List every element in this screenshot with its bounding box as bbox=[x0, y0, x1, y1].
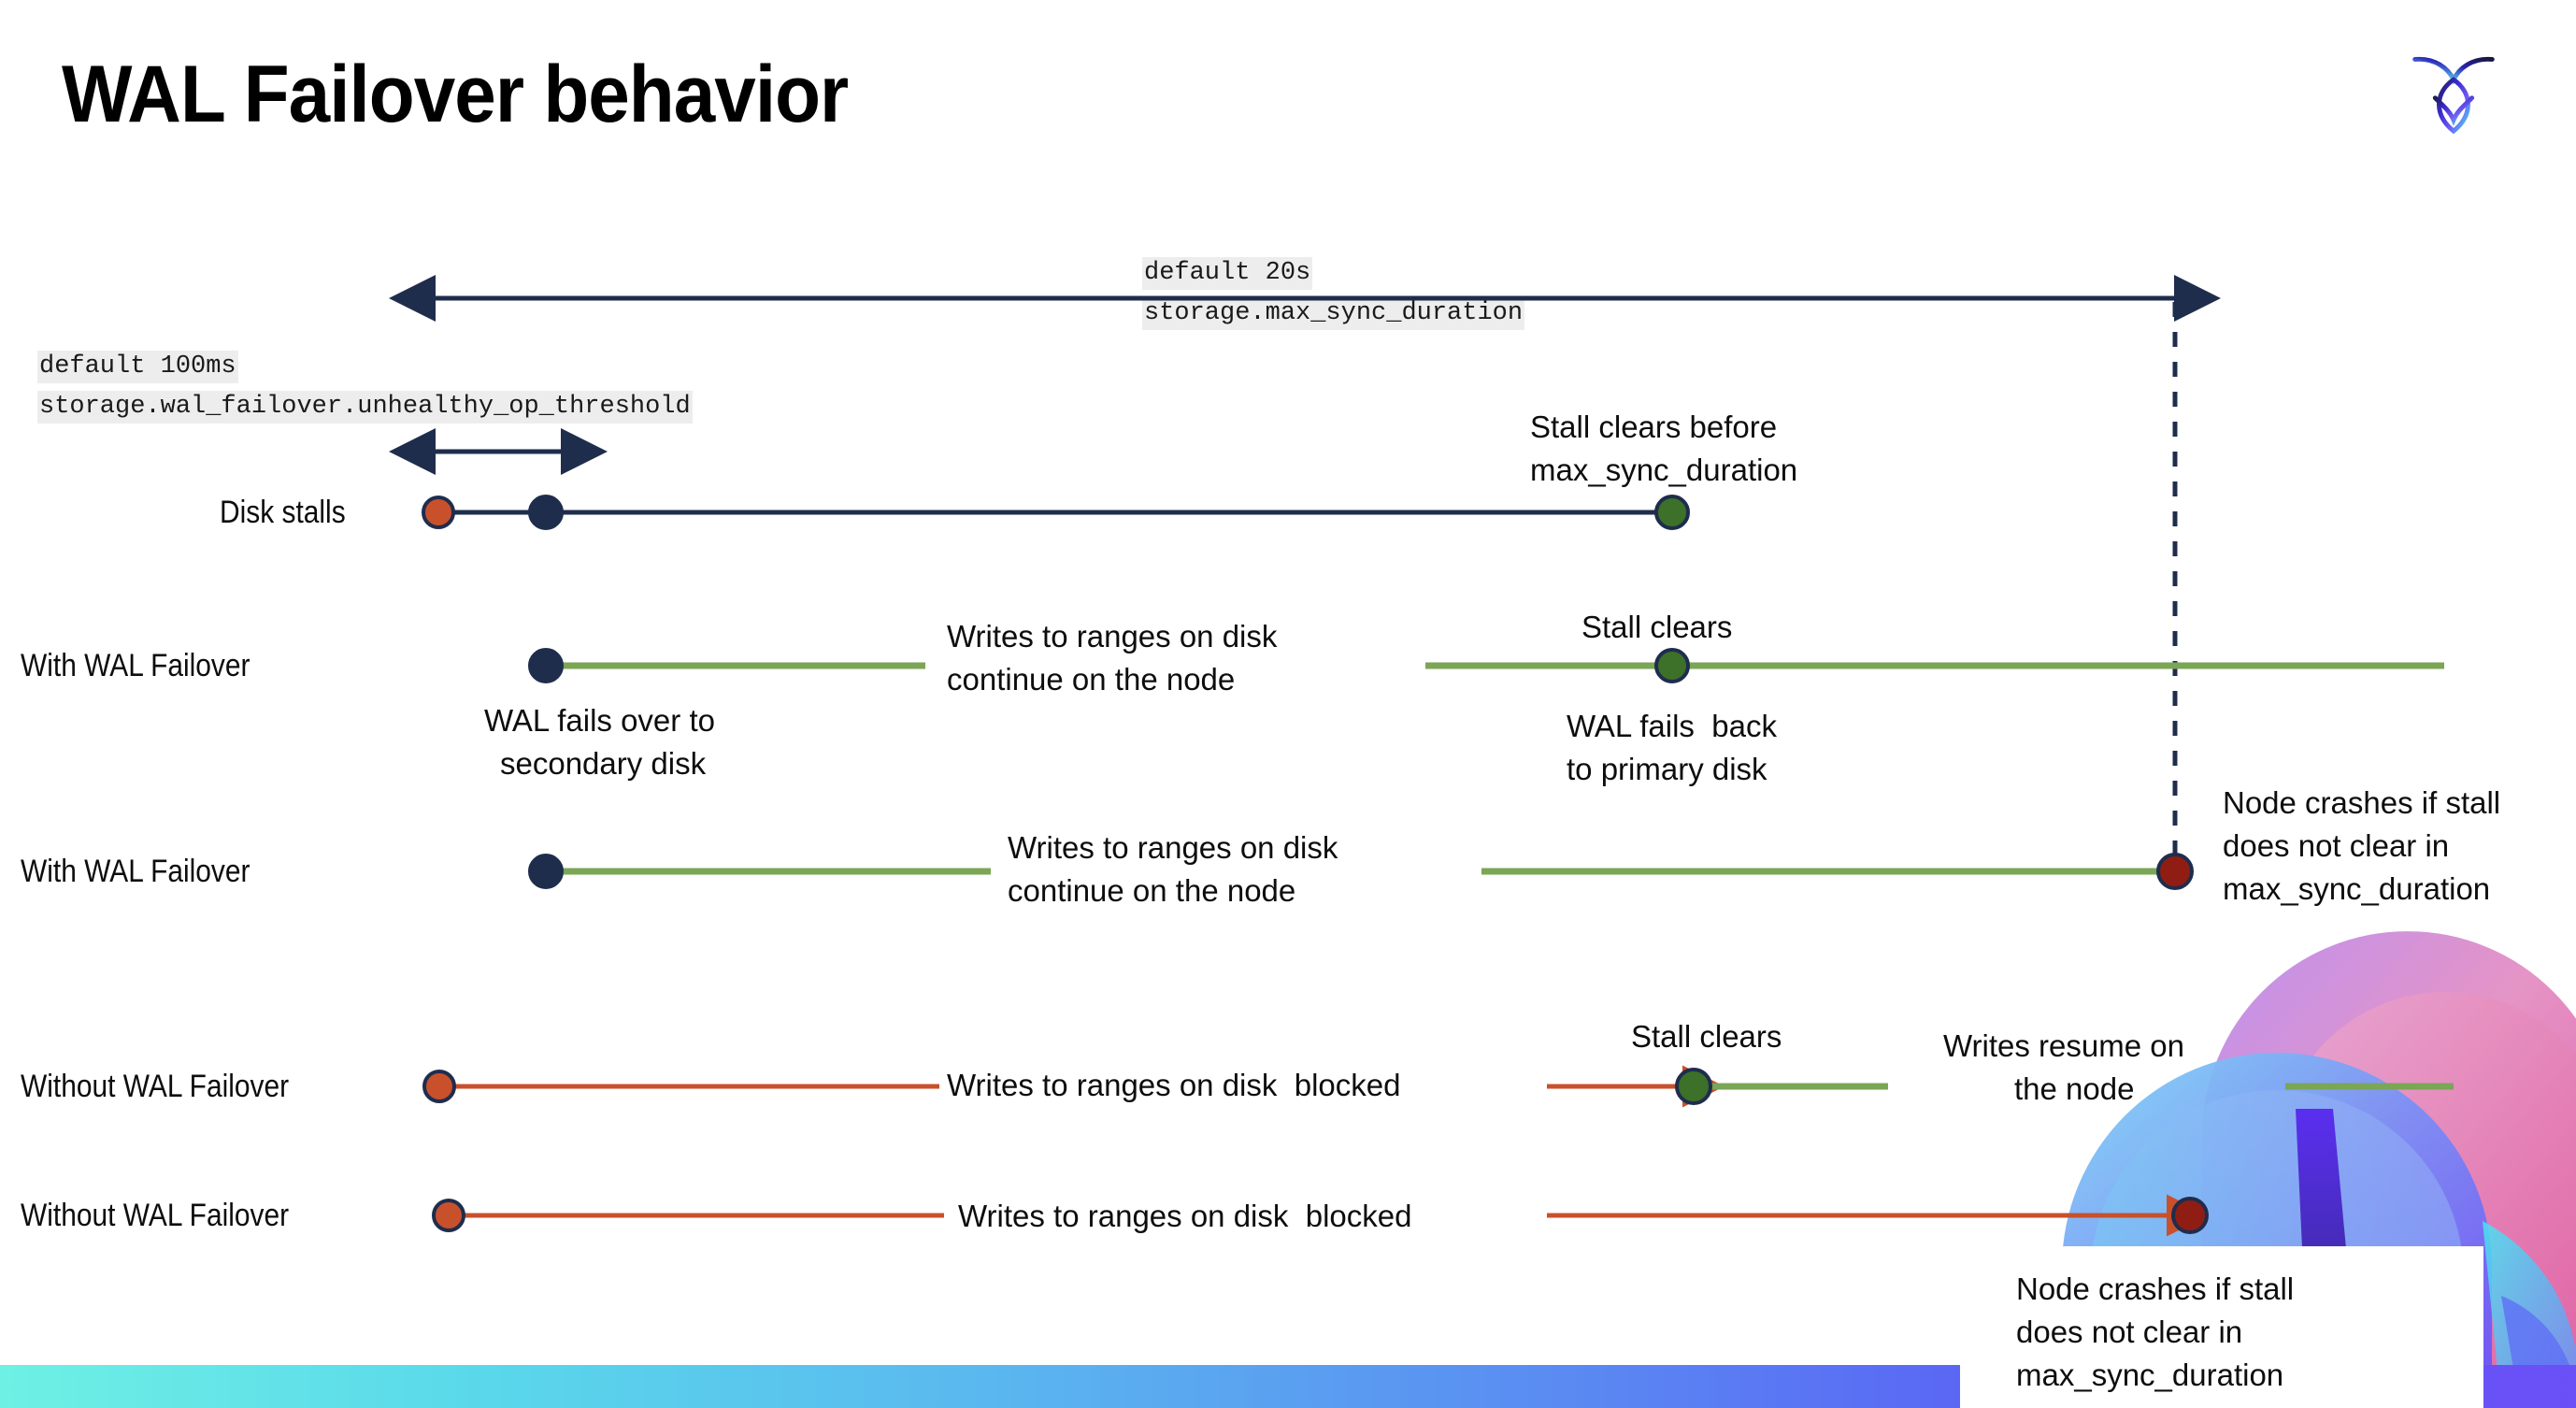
row3-crash-dot bbox=[2156, 853, 2194, 890]
bottom-note-callout-box bbox=[1960, 1246, 2483, 1408]
row1-stall-start-dot bbox=[422, 496, 455, 529]
note-node-crashes-r3-line1: Node crashes if stall bbox=[2223, 785, 2501, 820]
code-chip-unhealthy-default: default 100ms bbox=[37, 351, 238, 383]
note-stall-clears-r4: Stall clears bbox=[1631, 1019, 1782, 1054]
row-label-disk-stalls: Disk stalls bbox=[220, 495, 346, 530]
row-label-with-wal-failover-2: With WAL Failover bbox=[21, 854, 250, 889]
row5-crash-dot bbox=[2171, 1197, 2209, 1234]
note-node-crashes-r3-line3: max_sync_duration bbox=[2223, 871, 2491, 906]
row-label-with-wal-failover-1: With WAL Failover bbox=[21, 648, 250, 683]
note-wal-fails-back-line2: to primary disk bbox=[1567, 752, 1767, 786]
note-writes-continue-r3-line1: Writes to ranges on disk bbox=[1008, 830, 1338, 865]
page-title: WAL Failover behavior bbox=[62, 50, 849, 139]
row1-failover-dot bbox=[528, 495, 564, 530]
note-writes-continue-r2-line2: continue on the node bbox=[947, 662, 1236, 697]
row4-stall-clear-dot bbox=[1675, 1068, 1712, 1105]
note-writes-resume-line1: Writes resume on bbox=[1943, 1028, 2184, 1063]
note-stall-clears-before-line1: Stall clears before bbox=[1530, 409, 1778, 444]
note-wal-fails-over-line1: WAL fails over to bbox=[484, 703, 715, 738]
note-stall-clears-before-line2: max_sync_duration bbox=[1530, 453, 1798, 487]
note-stall-clears-r2: Stall clears bbox=[1581, 610, 1733, 644]
row2-failover-dot bbox=[528, 648, 564, 683]
row-label-without-wal-failover-2: Without WAL Failover bbox=[21, 1198, 290, 1233]
note-writes-blocked-r4: Writes to ranges on disk blocked bbox=[947, 1068, 1401, 1102]
note-writes-continue-r2-line1: Writes to ranges on disk bbox=[947, 619, 1278, 654]
note-writes-blocked-r5: Writes to ranges on disk blocked bbox=[958, 1199, 1412, 1233]
row1-stall-clear-dot bbox=[1654, 495, 1690, 530]
code-chip-unhealthy-setting: storage.wal_failover.unhealthy_op_thresh… bbox=[37, 391, 693, 424]
note-wal-fails-over-line2: secondary disk bbox=[500, 746, 707, 781]
row4-stall-start-dot bbox=[422, 1070, 456, 1103]
row2-stall-clear-dot bbox=[1654, 648, 1690, 683]
note-node-crashes-r5-line1: Node crashes if stall bbox=[2016, 1272, 2295, 1306]
row3-failover-dot bbox=[528, 854, 564, 889]
note-wal-fails-back-line1: WAL fails back bbox=[1567, 709, 1777, 743]
note-node-crashes-r5-line3: max_sync_duration bbox=[2016, 1358, 2284, 1392]
note-writes-continue-r3-line2: continue on the node bbox=[1008, 873, 1296, 908]
row5-stall-start-dot bbox=[432, 1199, 465, 1232]
note-node-crashes-r3-line2: does not clear in bbox=[2223, 828, 2450, 863]
row-label-without-wal-failover-1: Without WAL Failover bbox=[21, 1069, 290, 1104]
cockroachdb-logo-icon bbox=[2412, 56, 2495, 135]
note-node-crashes-r5-line2: does not clear in bbox=[2016, 1315, 2243, 1349]
note-writes-resume-line2: the node bbox=[2014, 1071, 2135, 1106]
